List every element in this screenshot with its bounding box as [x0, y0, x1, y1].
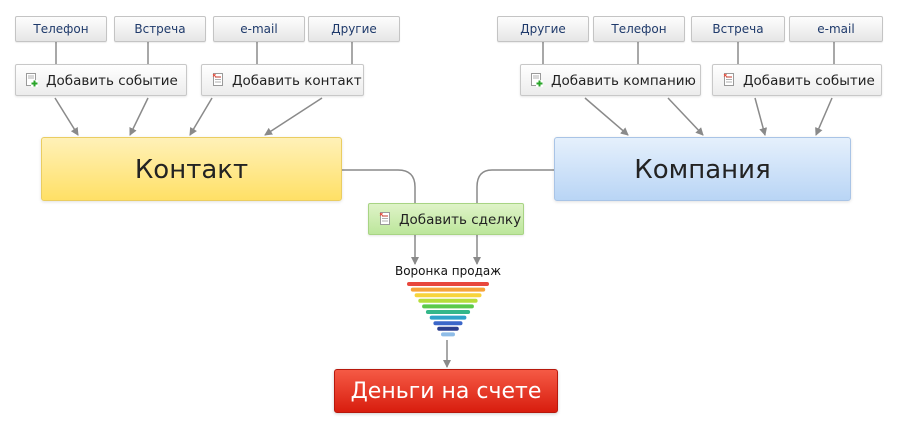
- add-contact-icon: [212, 73, 223, 86]
- company-box[interactable]: Компания: [554, 137, 851, 201]
- connector-arrow: [473, 169, 554, 265]
- funnel-band: [429, 315, 467, 320]
- connector-arrow: [129, 97, 149, 136]
- funnel-band: [407, 282, 489, 286]
- tag-email-contact[interactable]: e-mail: [213, 16, 305, 42]
- add-event-button-contact[interactable]: Добавить событие: [15, 64, 187, 96]
- connector-arrow: [342, 169, 419, 265]
- add-company-label: Добавить компанию: [551, 73, 696, 89]
- tag-phone-company[interactable]: Телефон: [593, 16, 685, 42]
- tag-phone-contact[interactable]: Телефон: [15, 16, 107, 42]
- tag-other-contact[interactable]: Другие: [308, 16, 400, 42]
- add-company-icon: [531, 73, 543, 87]
- funnel-band: [437, 326, 459, 331]
- connector-arrow: [264, 97, 323, 136]
- add-company-button[interactable]: Добавить компанию: [520, 64, 701, 96]
- connector-arrow: [815, 97, 833, 136]
- add-event-icon: [723, 73, 734, 86]
- tag-meeting-contact[interactable]: Встреча: [114, 16, 206, 42]
- connector-arrow: [54, 97, 79, 136]
- tag-other-company[interactable]: Другие: [497, 16, 589, 42]
- add-deal-icon: [379, 212, 390, 225]
- funnel-band: [433, 321, 463, 326]
- funnel-band: [422, 304, 474, 309]
- sales-funnel-icon: [407, 282, 489, 337]
- add-event-label-company: Добавить событие: [743, 73, 875, 89]
- money-on-account-button[interactable]: Деньги на счете: [334, 369, 558, 413]
- contact-title: Контакт: [134, 155, 249, 185]
- add-deal-button[interactable]: Добавить сделку: [368, 203, 524, 235]
- connector-arrow: [189, 97, 213, 136]
- add-contact-button[interactable]: Добавить контакт: [201, 64, 364, 96]
- connector-arrow: [584, 97, 629, 136]
- tag-email-company[interactable]: e-mail: [789, 16, 883, 42]
- company-title: Компания: [634, 155, 771, 185]
- add-event-icon: [26, 73, 38, 87]
- add-contact-label: Добавить контакт: [232, 73, 362, 89]
- money-on-account-label: Деньги на счете: [350, 379, 542, 404]
- tag-meeting-company[interactable]: Встреча: [691, 16, 785, 42]
- add-deal-label: Добавить сделку: [399, 212, 522, 228]
- connector-arrow: [754, 97, 768, 136]
- funnel-band: [425, 310, 471, 314]
- funnel-band: [418, 298, 478, 303]
- funnel-band: [414, 293, 482, 298]
- funnel-band: [410, 287, 486, 292]
- contact-box[interactable]: Контакт: [41, 137, 342, 201]
- add-event-button-company[interactable]: Добавить событие: [712, 64, 882, 96]
- sales-funnel-label: Воронка продаж: [394, 264, 502, 278]
- add-event-label-contact: Добавить событие: [46, 73, 178, 89]
- funnel-band: [441, 332, 455, 337]
- connector-arrow: [667, 97, 704, 136]
